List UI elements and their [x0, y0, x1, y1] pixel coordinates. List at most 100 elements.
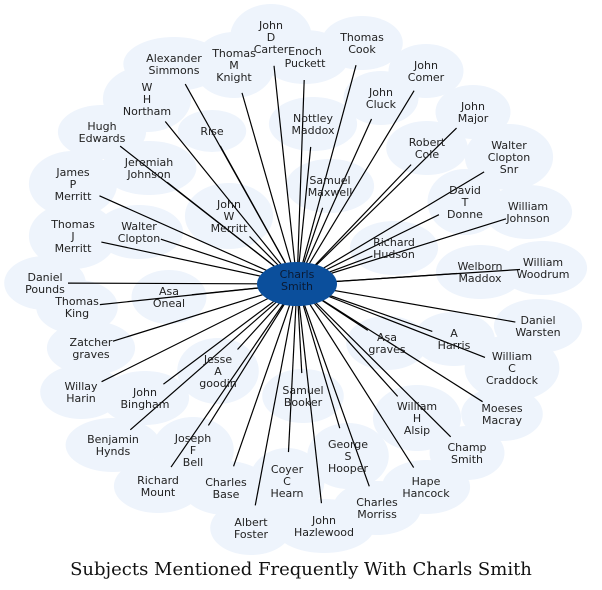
node-halo — [28, 203, 118, 269]
node-halo — [184, 183, 274, 249]
node-halo — [343, 71, 419, 125]
node-halo — [28, 151, 118, 217]
edge — [296, 164, 412, 285]
edge — [207, 283, 298, 426]
edge — [296, 283, 370, 487]
edge — [232, 283, 298, 467]
edge — [129, 283, 298, 431]
node-halo — [193, 32, 275, 98]
edge — [164, 121, 298, 285]
node-halo — [177, 338, 259, 404]
edge — [296, 79, 305, 285]
edge — [296, 65, 357, 285]
node-halo — [113, 459, 203, 513]
node-label[interactable]: Rise — [200, 125, 223, 138]
node-halo — [321, 16, 403, 70]
edge — [296, 118, 373, 285]
node-halo — [435, 85, 511, 139]
node-halo — [46, 321, 136, 375]
node-halo — [386, 121, 468, 175]
edge — [296, 218, 507, 285]
node-halo — [100, 371, 190, 425]
node-halo — [349, 221, 439, 275]
edge — [99, 195, 298, 285]
node-halo — [307, 423, 389, 489]
edge — [296, 283, 323, 504]
edge — [296, 127, 457, 285]
edge — [296, 171, 485, 285]
edge — [296, 146, 312, 285]
center-node[interactable] — [257, 262, 337, 306]
node-halo — [372, 385, 462, 451]
edge — [219, 145, 298, 285]
edge — [273, 65, 298, 285]
edge — [287, 283, 298, 453]
node-halo — [262, 369, 344, 423]
edge — [101, 283, 298, 383]
diagram-title: Subjects Mentioned Frequently With Charl… — [70, 559, 532, 580]
node-halo — [40, 365, 122, 419]
edge — [296, 283, 483, 403]
node-halo — [273, 499, 375, 553]
node-halo — [498, 241, 588, 295]
node-halos — [4, 4, 588, 555]
node-halo — [36, 280, 118, 334]
node-halo — [65, 418, 161, 472]
node-halo — [427, 169, 503, 235]
edge — [296, 283, 341, 429]
node-halo — [268, 97, 358, 151]
